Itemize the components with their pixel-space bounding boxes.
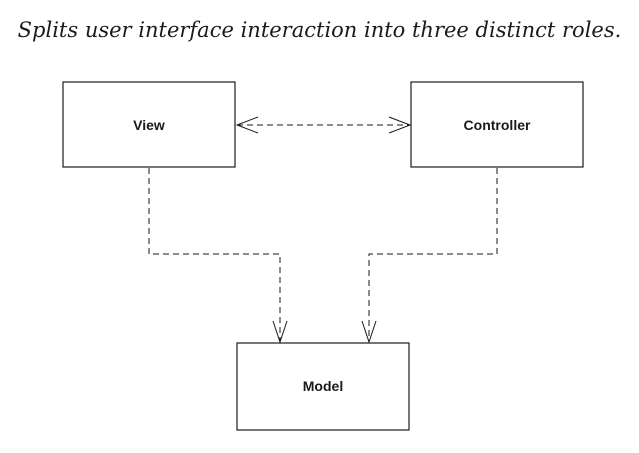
controller-label: Controller (464, 117, 531, 133)
view-node: View (62, 81, 236, 168)
controller-box (410, 81, 584, 168)
model-label: Model (303, 378, 343, 394)
view-controller-link (235, 116, 412, 134)
controller-node: Controller (410, 81, 584, 168)
model-box (236, 342, 410, 431)
controller-model-link (361, 168, 498, 344)
arrowhead-to-controller (388, 116, 412, 134)
arrowhead-controller-to-model (361, 320, 377, 344)
view-model-link (148, 168, 288, 344)
arrowhead-to-view (235, 116, 259, 134)
arrowhead-view-to-model (272, 320, 288, 344)
diagram-caption: Splits user interface interaction into t… (17, 18, 622, 42)
controller-model-dashed-line (368, 168, 498, 341)
view-label: View (133, 117, 165, 133)
view-box (62, 81, 236, 168)
model-node: Model (236, 342, 410, 431)
view-model-dashed-line (148, 168, 281, 341)
